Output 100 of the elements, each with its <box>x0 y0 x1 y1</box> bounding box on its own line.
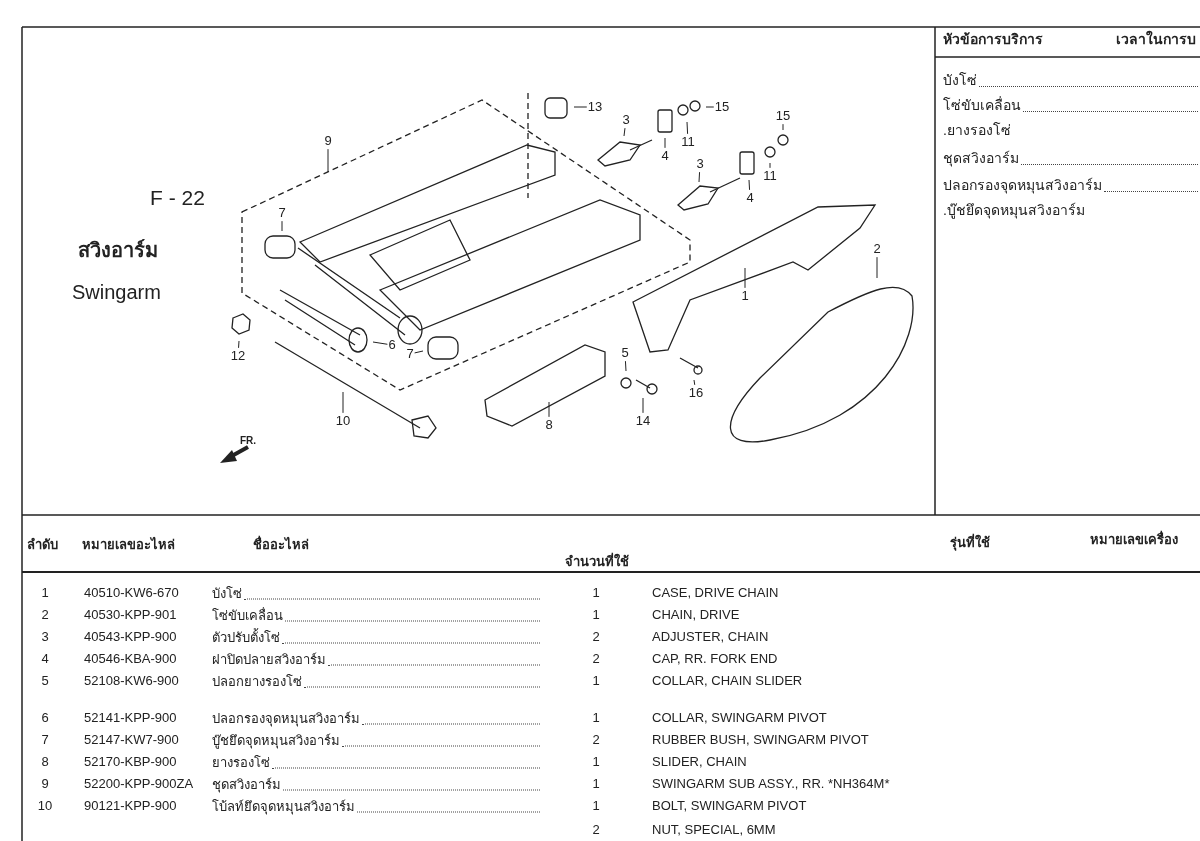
part-number: 90121-KPP-900 <box>84 798 177 814</box>
part-number: 52141-KPP-900 <box>84 710 177 726</box>
row-number: 8 <box>41 754 49 770</box>
leader-line <box>664 137 666 149</box>
callout-number: 3 <box>696 156 704 172</box>
column-header: จำนวนที่ใช้ <box>565 554 629 570</box>
part-name: ยางรองโซ่ <box>212 751 540 773</box>
callout-number: 4 <box>661 148 669 164</box>
quantity: 1 <box>592 798 600 814</box>
row-number: 1 <box>41 585 49 601</box>
part-name: ตัวปรับตั้งโซ่ <box>212 626 540 648</box>
part-name: โซ่ขับเคลื่อน <box>212 604 540 626</box>
service-item: .บู๊ชยึดจุดหมุนสวิงอาร์ม <box>943 203 1085 219</box>
callout-number: 1 <box>741 288 749 304</box>
column-header: หมายเลขเครื่อง <box>1090 532 1178 548</box>
part-description: CASE, DRIVE CHAIN <box>652 585 779 601</box>
leader-line <box>238 340 240 349</box>
leader-line <box>693 379 696 386</box>
callout-number: 10 <box>335 413 351 429</box>
part-number: 40510-KW6-670 <box>84 585 179 601</box>
part-description: SLIDER, CHAIN <box>652 754 747 770</box>
part-number: 52170-KBP-900 <box>84 754 177 770</box>
callout-number: 6 <box>388 337 396 353</box>
quantity: 1 <box>592 607 600 623</box>
callout-number: 8 <box>545 417 553 433</box>
callout-number: 11 <box>681 134 695 150</box>
service-item: .ยางรองโซ่ <box>943 123 1011 139</box>
quantity: 2 <box>592 629 600 645</box>
leader-line <box>573 106 588 108</box>
leader-line <box>642 397 644 414</box>
leader-line <box>623 127 626 137</box>
row-number: 6 <box>41 710 49 726</box>
row-number: 2 <box>41 607 49 623</box>
part-name: บังโซ่ <box>212 582 540 604</box>
callout-number: 14 <box>635 413 651 429</box>
part-description: NUT, SPECIAL, 6MM <box>652 822 776 838</box>
leader-line <box>705 106 715 108</box>
leader-line <box>624 360 627 372</box>
callout-number: 12 <box>230 348 246 364</box>
part-description: CHAIN, DRIVE <box>652 607 740 623</box>
leader-line <box>342 391 344 414</box>
part-description: COLLAR, CHAIN SLIDER <box>652 673 803 689</box>
leader-line <box>548 401 550 418</box>
section-title: สวิงอาร์ม <box>78 239 158 261</box>
callout-number: 15 <box>775 108 791 124</box>
callout-number: 11 <box>763 168 777 184</box>
part-name: โบ้ลท์ยึดจุดหมุนสวิงอาร์ม <box>212 795 540 817</box>
column-header: หมายเลขอะไหล่ <box>82 537 175 553</box>
quantity: 2 <box>592 822 600 838</box>
quantity: 1 <box>592 776 600 792</box>
callout-number: 2 <box>873 241 881 257</box>
column-header: ลำดับ <box>27 537 58 553</box>
leader-line <box>744 267 746 289</box>
row-number: 7 <box>41 732 49 748</box>
leader-line <box>414 350 424 354</box>
part-number: 40546-KBA-900 <box>84 651 177 667</box>
row-number: 5 <box>41 673 49 689</box>
part-name: บู๊ชยึดจุดหมุนสวิงอาร์ม <box>212 729 540 751</box>
part-number: 52108-KW6-900 <box>84 673 179 689</box>
callout-number: 7 <box>278 205 286 221</box>
row-number: 3 <box>41 629 49 645</box>
part-description: SWINGARM SUB ASSY., RR. *NH364M* <box>652 776 890 792</box>
column-header: หัวข้อการบริการ <box>943 32 1043 48</box>
callout-number: 3 <box>622 112 630 128</box>
direction-label: FR. <box>240 434 257 446</box>
part-name: ปลอกยางรองโซ่ <box>212 670 540 692</box>
callout-number: 5 <box>621 345 629 361</box>
part-number: 52147-KW7-900 <box>84 732 179 748</box>
row-number: 10 <box>37 798 53 814</box>
figure-code: F - 22 <box>150 186 205 210</box>
row-number: 4 <box>41 651 49 667</box>
quantity: 2 <box>592 651 600 667</box>
service-item: ปลอกรองจุดหมุนสวิงอาร์ม <box>943 174 1198 196</box>
section-title: Swingarm <box>72 281 161 303</box>
part-description: CAP, RR. FORK END <box>652 651 778 667</box>
leader-line <box>769 162 771 169</box>
part-number: 40543-KPP-900 <box>84 629 177 645</box>
leader-line <box>698 171 701 183</box>
callout-number: 4 <box>746 190 754 206</box>
leader-line <box>876 256 878 279</box>
part-description: ADJUSTER, CHAIN <box>652 629 769 645</box>
column-header: ชื่ออะไหล่ <box>253 537 309 553</box>
quantity: 1 <box>592 673 600 689</box>
column-header: รุ่นที่ใช้ <box>950 535 990 551</box>
leader-line <box>327 148 329 173</box>
part-description: RUBBER BUSH, SWINGARM PIVOT <box>652 732 869 748</box>
part-name: ปลอกรองจุดหมุนสวิงอาร์ม <box>212 707 540 729</box>
callout-number: 9 <box>324 133 332 149</box>
quantity: 1 <box>592 710 600 726</box>
part-number: 52200-KPP-900ZA <box>84 776 194 792</box>
leader-line <box>372 341 388 345</box>
callout-number: 16 <box>688 385 704 401</box>
column-header: เวลาในการบ <box>1116 32 1196 48</box>
service-item: บังโซ่ <box>943 69 1198 91</box>
row-number: 9 <box>41 776 49 792</box>
part-description: BOLT, SWINGARM PIVOT <box>652 798 807 814</box>
part-number: 40530-KPP-901 <box>84 607 177 623</box>
service-item: ชุดสวิงอาร์ม <box>943 147 1198 169</box>
callout-number: 7 <box>406 346 414 362</box>
quantity: 1 <box>592 585 600 601</box>
